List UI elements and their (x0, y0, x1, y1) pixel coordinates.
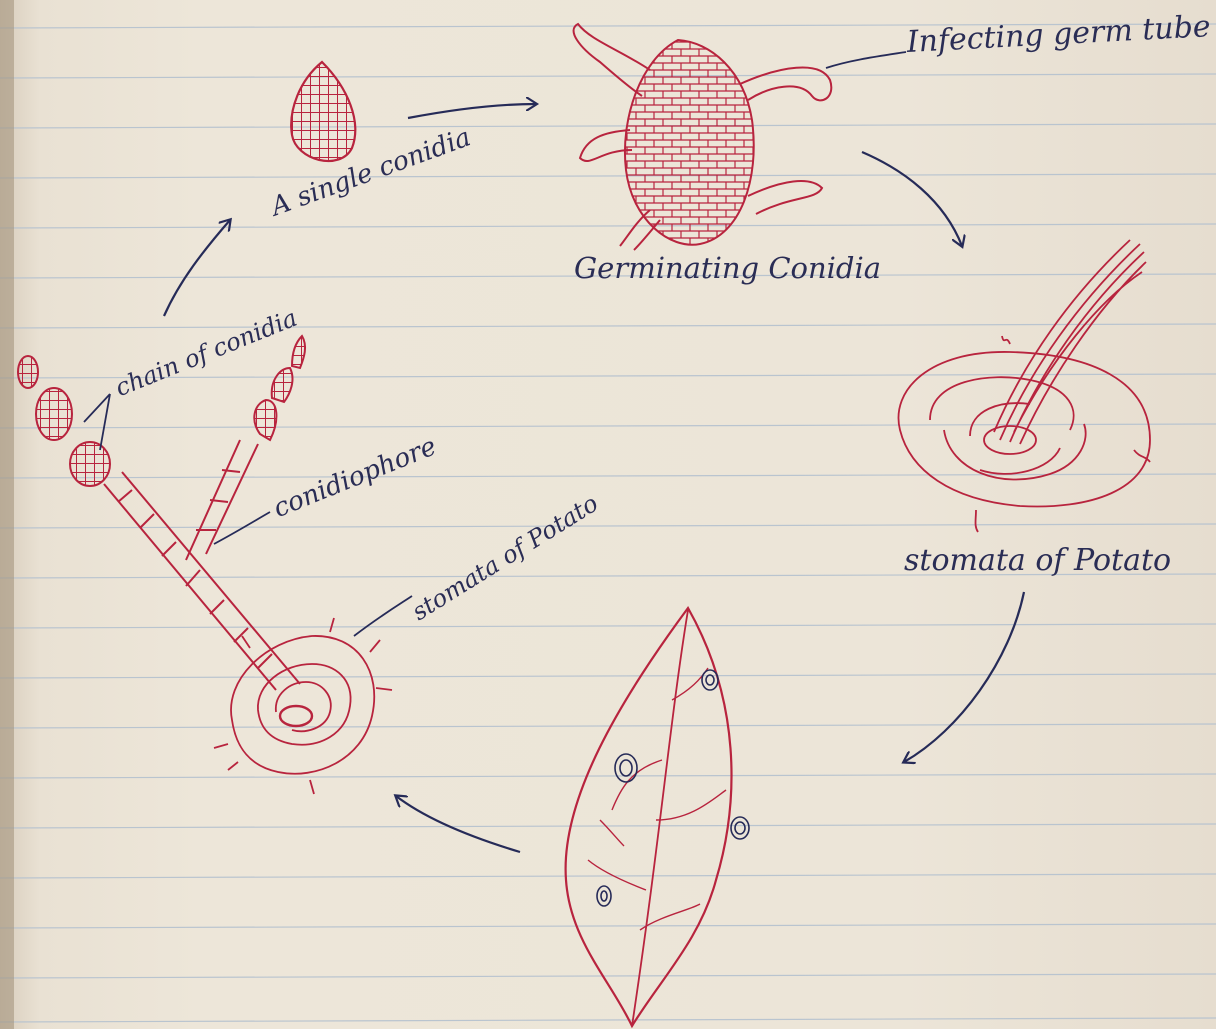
arrow-conidia-to-germination (408, 104, 536, 118)
arrow-stomata-to-leaf (904, 592, 1024, 762)
arrow-leaf-to-stomata (396, 796, 520, 852)
germinating-conidium-drawing (574, 24, 832, 250)
stomata-left-drawing (214, 618, 392, 794)
hyphae-entering-stomata-drawing (898, 240, 1150, 532)
arrow-germination-to-stomata (862, 152, 962, 246)
arrow-chain-to-single (164, 220, 230, 316)
conidiophore-drawing (18, 336, 305, 690)
label-germinating-conidia: Germinating Conidia (574, 254, 881, 283)
page-binding-shadow (0, 0, 14, 1029)
label-stomata-of-potato-right: stomata of Potato (904, 546, 1171, 576)
infected-leaf-drawing (566, 608, 749, 1026)
